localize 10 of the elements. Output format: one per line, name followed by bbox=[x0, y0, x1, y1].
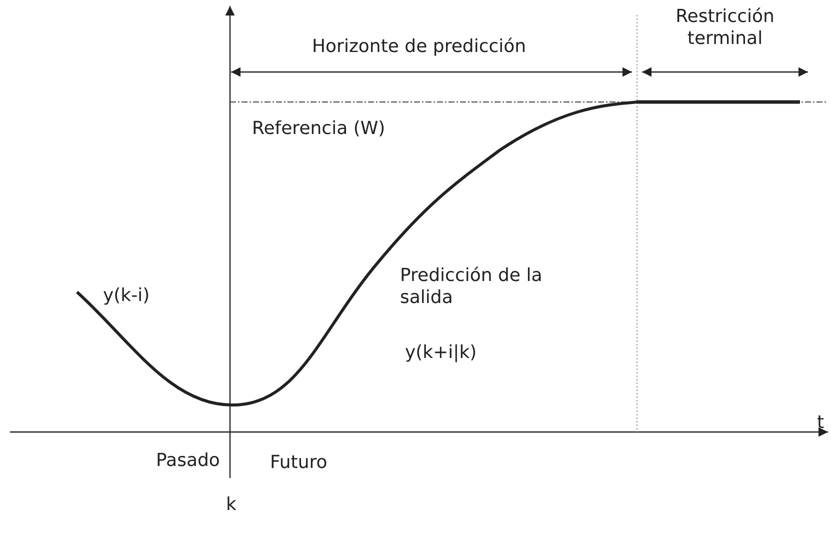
curve-label: y(k+i|k) bbox=[405, 342, 477, 364]
region-label: Restricción terminal bbox=[674, 6, 776, 50]
region-label: Horizonte de predicción bbox=[312, 36, 526, 58]
region-label: Futuro bbox=[270, 452, 328, 474]
axis-label: k bbox=[226, 494, 236, 516]
region-label: Pasado bbox=[156, 450, 220, 472]
reference-label: Referencia (W) bbox=[252, 118, 386, 140]
axis-label: t bbox=[817, 412, 824, 434]
curve-label: y(k-i) bbox=[103, 285, 150, 307]
curve-label: Predicción de la salida bbox=[400, 265, 544, 309]
